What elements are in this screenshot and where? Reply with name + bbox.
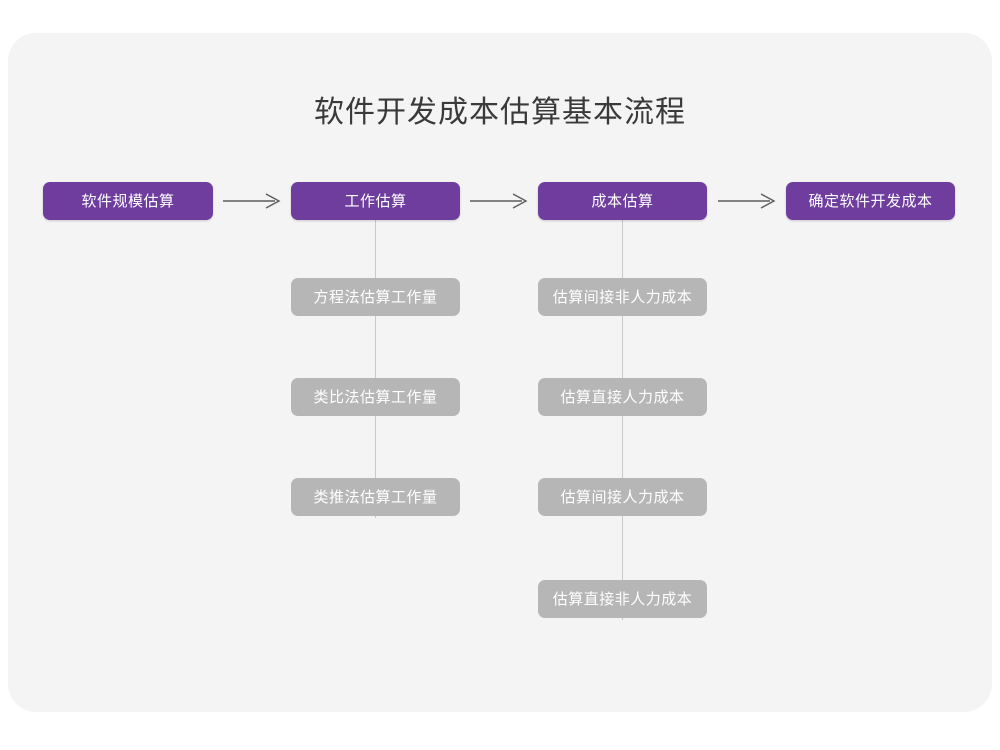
flow-node-software-size-estimation[interactable]: 软件规模估算 [43, 182, 213, 220]
connector-line-cost-estimation [622, 220, 623, 620]
flow-node-cost-estimation[interactable]: 成本估算 [538, 182, 707, 220]
sub-node-inference-method-workload[interactable]: 类推法估算工作量 [291, 478, 460, 516]
diagram-title: 软件开发成本估算基本流程 [314, 96, 686, 129]
content-card [8, 33, 992, 712]
flow-node-work-estimation[interactable]: 工作估算 [291, 182, 460, 220]
arrow-right-icon [223, 190, 283, 212]
sub-node-indirect-labor-cost[interactable]: 估算间接人力成本 [538, 478, 707, 516]
connector-line-work-estimation [375, 220, 376, 518]
arrow-right-icon [470, 190, 530, 212]
sub-node-indirect-nonlabor-cost[interactable]: 估算间接非人力成本 [538, 278, 707, 316]
arrow-right-icon [718, 190, 778, 212]
sub-node-analogy-method-workload[interactable]: 类比法估算工作量 [291, 378, 460, 416]
sub-node-equation-method-workload[interactable]: 方程法估算工作量 [291, 278, 460, 316]
sub-node-direct-nonlabor-cost[interactable]: 估算直接非人力成本 [538, 580, 707, 618]
flow-node-determine-development-cost[interactable]: 确定软件开发成本 [786, 182, 955, 220]
sub-node-direct-labor-cost[interactable]: 估算直接人力成本 [538, 378, 707, 416]
